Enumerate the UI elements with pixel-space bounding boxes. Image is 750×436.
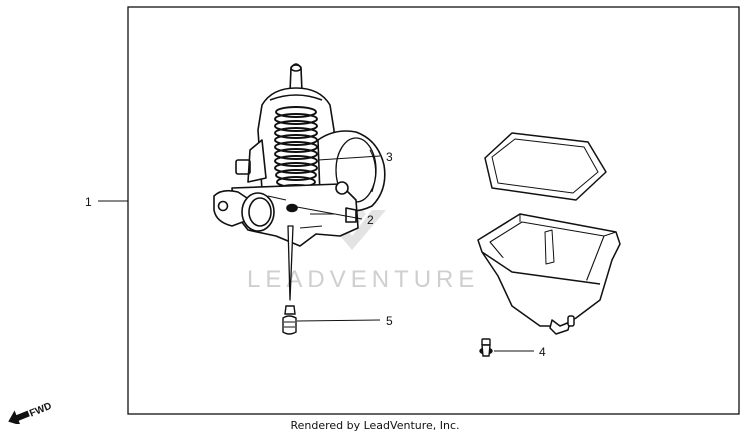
leader-lines [98, 155, 534, 352]
watermark-text: LEADVENTURE [247, 266, 479, 293]
drain-screw [479, 338, 493, 357]
float-chamber-gasket [484, 132, 607, 201]
fwd-arrow-icon: FWD [8, 401, 53, 424]
float-chamber-bowl [477, 213, 621, 335]
jet-needle [287, 225, 294, 301]
callout-3: 3 [386, 150, 393, 164]
callout-2: 2 [367, 213, 374, 227]
o-ring [286, 203, 298, 213]
callout-1: 1 [85, 195, 92, 209]
callout-4: 4 [539, 345, 546, 359]
fwd-label: FWD [28, 401, 53, 420]
callout-5: 5 [386, 314, 393, 328]
footer-credit: Rendered by LeadVenture, Inc. [290, 419, 460, 432]
diagram-frame [127, 6, 740, 415]
needle-jet [282, 305, 297, 335]
carburetor-body [213, 63, 386, 301]
